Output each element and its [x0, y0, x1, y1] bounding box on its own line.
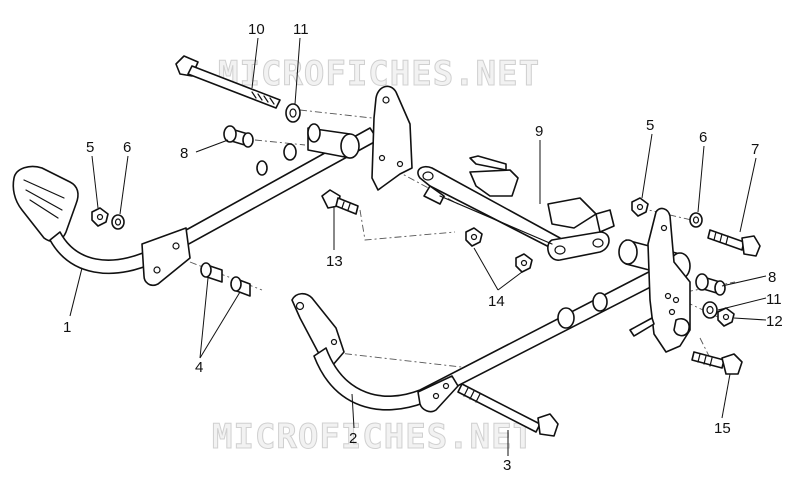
leader-lines — [69, 37, 767, 456]
nut-part-5-right — [631, 197, 649, 217]
washer-part-6-right — [689, 212, 703, 228]
callout-3: 3 — [503, 457, 511, 474]
callout-4: 4 — [195, 359, 203, 376]
callout-10: 10 — [248, 21, 265, 38]
washer-part-6-left — [111, 214, 125, 230]
callout-14: 14 — [488, 293, 505, 310]
callout-11-top: 11 — [293, 21, 309, 38]
callout-9: 9 — [535, 123, 543, 140]
linkage-arm-part-9 — [417, 155, 615, 261]
nut-part-14-a — [465, 227, 483, 247]
callout-8-right: 8 — [768, 269, 776, 286]
callout-6-left: 6 — [123, 139, 131, 156]
callout-11-right: 11 — [766, 291, 782, 308]
pivot-bracket-lower — [629, 207, 691, 353]
washer-part-11-top — [285, 103, 301, 123]
callout-13: 13 — [326, 253, 343, 270]
callout-1: 1 — [63, 319, 71, 336]
callout-12: 12 — [766, 313, 783, 330]
nut-part-5-left — [91, 207, 109, 227]
callout-8-left: 8 — [180, 145, 188, 162]
bolt-part-3 — [457, 383, 559, 437]
bolt-part-15 — [691, 351, 743, 375]
watermark-top: MICROFICHES.NET — [218, 54, 540, 94]
callout-5-left: 5 — [86, 139, 94, 156]
bushing-part-8-right — [695, 273, 726, 296]
bolt-part-7 — [707, 229, 761, 257]
washer-part-11-right — [702, 301, 718, 319]
rod-bracket-plate — [141, 227, 191, 287]
callout-6-right: 6 — [699, 129, 707, 146]
pedal-rod-part-2 — [291, 239, 691, 413]
bolt-part-13 — [321, 189, 359, 215]
spacer-part-4-b — [230, 276, 251, 297]
pedal-rod-part-1 — [12, 123, 379, 274]
callout-7: 7 — [751, 141, 759, 158]
watermark-bottom: MICROFICHES.NET — [212, 417, 534, 457]
pivot-bracket-upper — [371, 85, 413, 191]
spacer-part-4-a — [200, 262, 223, 283]
callout-labels: 10 11 8 5 6 1 4 13 9 14 5 6 7 8 11 12 15… — [63, 21, 783, 474]
callout-15: 15 — [714, 420, 731, 437]
callout-5-right: 5 — [646, 117, 654, 134]
nut-part-14-b — [515, 253, 533, 273]
bushing-part-8-left — [223, 125, 254, 148]
nut-part-12 — [717, 307, 735, 327]
bolt-part-10 — [175, 55, 281, 109]
callout-2: 2 — [349, 430, 357, 447]
